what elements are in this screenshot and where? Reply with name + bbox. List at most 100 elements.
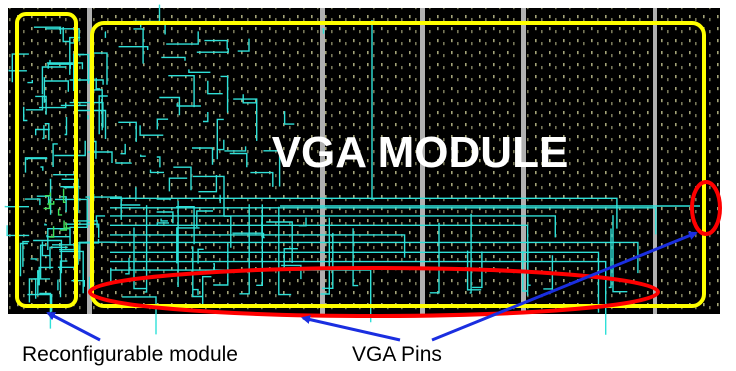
routing-wire [52,143,58,167]
routing-wire [110,197,618,229]
routing-wire [64,117,68,136]
routing-wire [233,98,258,141]
routing-wire [33,26,62,35]
routing-wire [196,210,213,228]
routing-wire [203,112,209,123]
routing-nets-green [43,188,71,238]
routing-wire [85,196,122,220]
routing-wire [25,95,44,111]
routing-wire [27,80,33,84]
arrow-to-right-pins [431,231,698,342]
routing-wire [90,52,108,85]
routing-wire [218,139,225,151]
routing-wire [543,255,554,290]
routing-wire [44,123,50,141]
routing-wire [229,152,248,168]
routing-wire [156,198,171,201]
routing-wire [4,205,29,208]
routing-wire [55,198,88,228]
routing-wire [149,169,164,174]
routing-wire [522,251,529,292]
routing-wire [59,250,84,294]
routing-wire [352,228,359,287]
routing-wire [283,248,298,271]
routing-wire [466,250,482,291]
routing-wire [8,69,27,72]
routing-wire [63,220,71,229]
routing-wire [98,95,108,135]
routing-wire [204,39,228,50]
routing-wire [110,234,406,258]
routing-wire [41,241,50,257]
routing-wire [527,241,531,286]
routing-wire [59,260,68,298]
routing-wire [469,213,472,294]
routing-wire [62,188,66,203]
routing-wire [122,296,157,335]
routing-wire [216,118,224,160]
routing-wire [144,205,148,293]
routing-wire [192,147,214,165]
routing-wire [156,211,174,224]
routing-wire [250,171,274,187]
routing-wire [176,206,195,245]
routing-wire [54,140,86,157]
routing-wire [47,63,72,69]
routing-wire [197,248,204,264]
routing-wire [213,263,215,272]
routing-wire [40,166,44,171]
routing-wire [35,95,47,115]
routing-wire [140,154,146,157]
routing-wire [69,226,88,246]
routing-wire [95,215,106,221]
routing-wire [322,232,334,289]
routing-wire [429,222,440,294]
routing-wire [239,204,250,295]
routing-wire [472,251,483,289]
routing-wire [120,143,126,155]
routing-wire [87,151,113,163]
vga-pins-right-ellipse [690,180,722,236]
routing-wire [30,258,37,261]
routing-wire [168,75,195,108]
routing-wire [281,264,302,280]
routing-wire [168,177,188,192]
routing-wire [49,178,52,215]
reconfigurable-module-caption: Reconfigurable module [22,343,238,366]
routing-wire [52,244,79,265]
routing-wire [160,218,168,222]
arrow-to-bottom-pins [301,315,401,342]
routing-wire [177,200,179,287]
vga-module-box [90,21,706,308]
routing-wire [23,106,28,122]
routing-wire [110,241,639,274]
routing-wire [60,196,67,212]
routing-wire [118,121,137,142]
routing-wire [25,198,41,206]
routing-wire [220,75,229,113]
routing-wire [45,28,80,42]
routing-wire [133,227,148,290]
routing-wire [320,217,330,295]
routing-wire [192,288,199,295]
routing-wire [110,215,556,238]
routing-wire [69,79,104,85]
routing-wire [87,115,89,120]
routing-wire [118,46,149,50]
routing-wire [47,228,71,250]
routing-wire [95,77,101,90]
routing-wire [60,186,80,188]
routing-wire [93,140,97,159]
vga-pins-caption: VGA Pins [352,343,442,366]
resource-columns [87,8,657,314]
vga-module-title: VGA MODULE [272,128,569,177]
routing-wire [283,111,295,125]
routing-wire [44,80,69,92]
routing-wire [207,80,223,95]
routing-wire [608,228,612,289]
routing-wire [176,103,201,107]
routing-wire [612,215,628,293]
routing-wire [159,96,181,116]
routing-wire [139,125,164,136]
